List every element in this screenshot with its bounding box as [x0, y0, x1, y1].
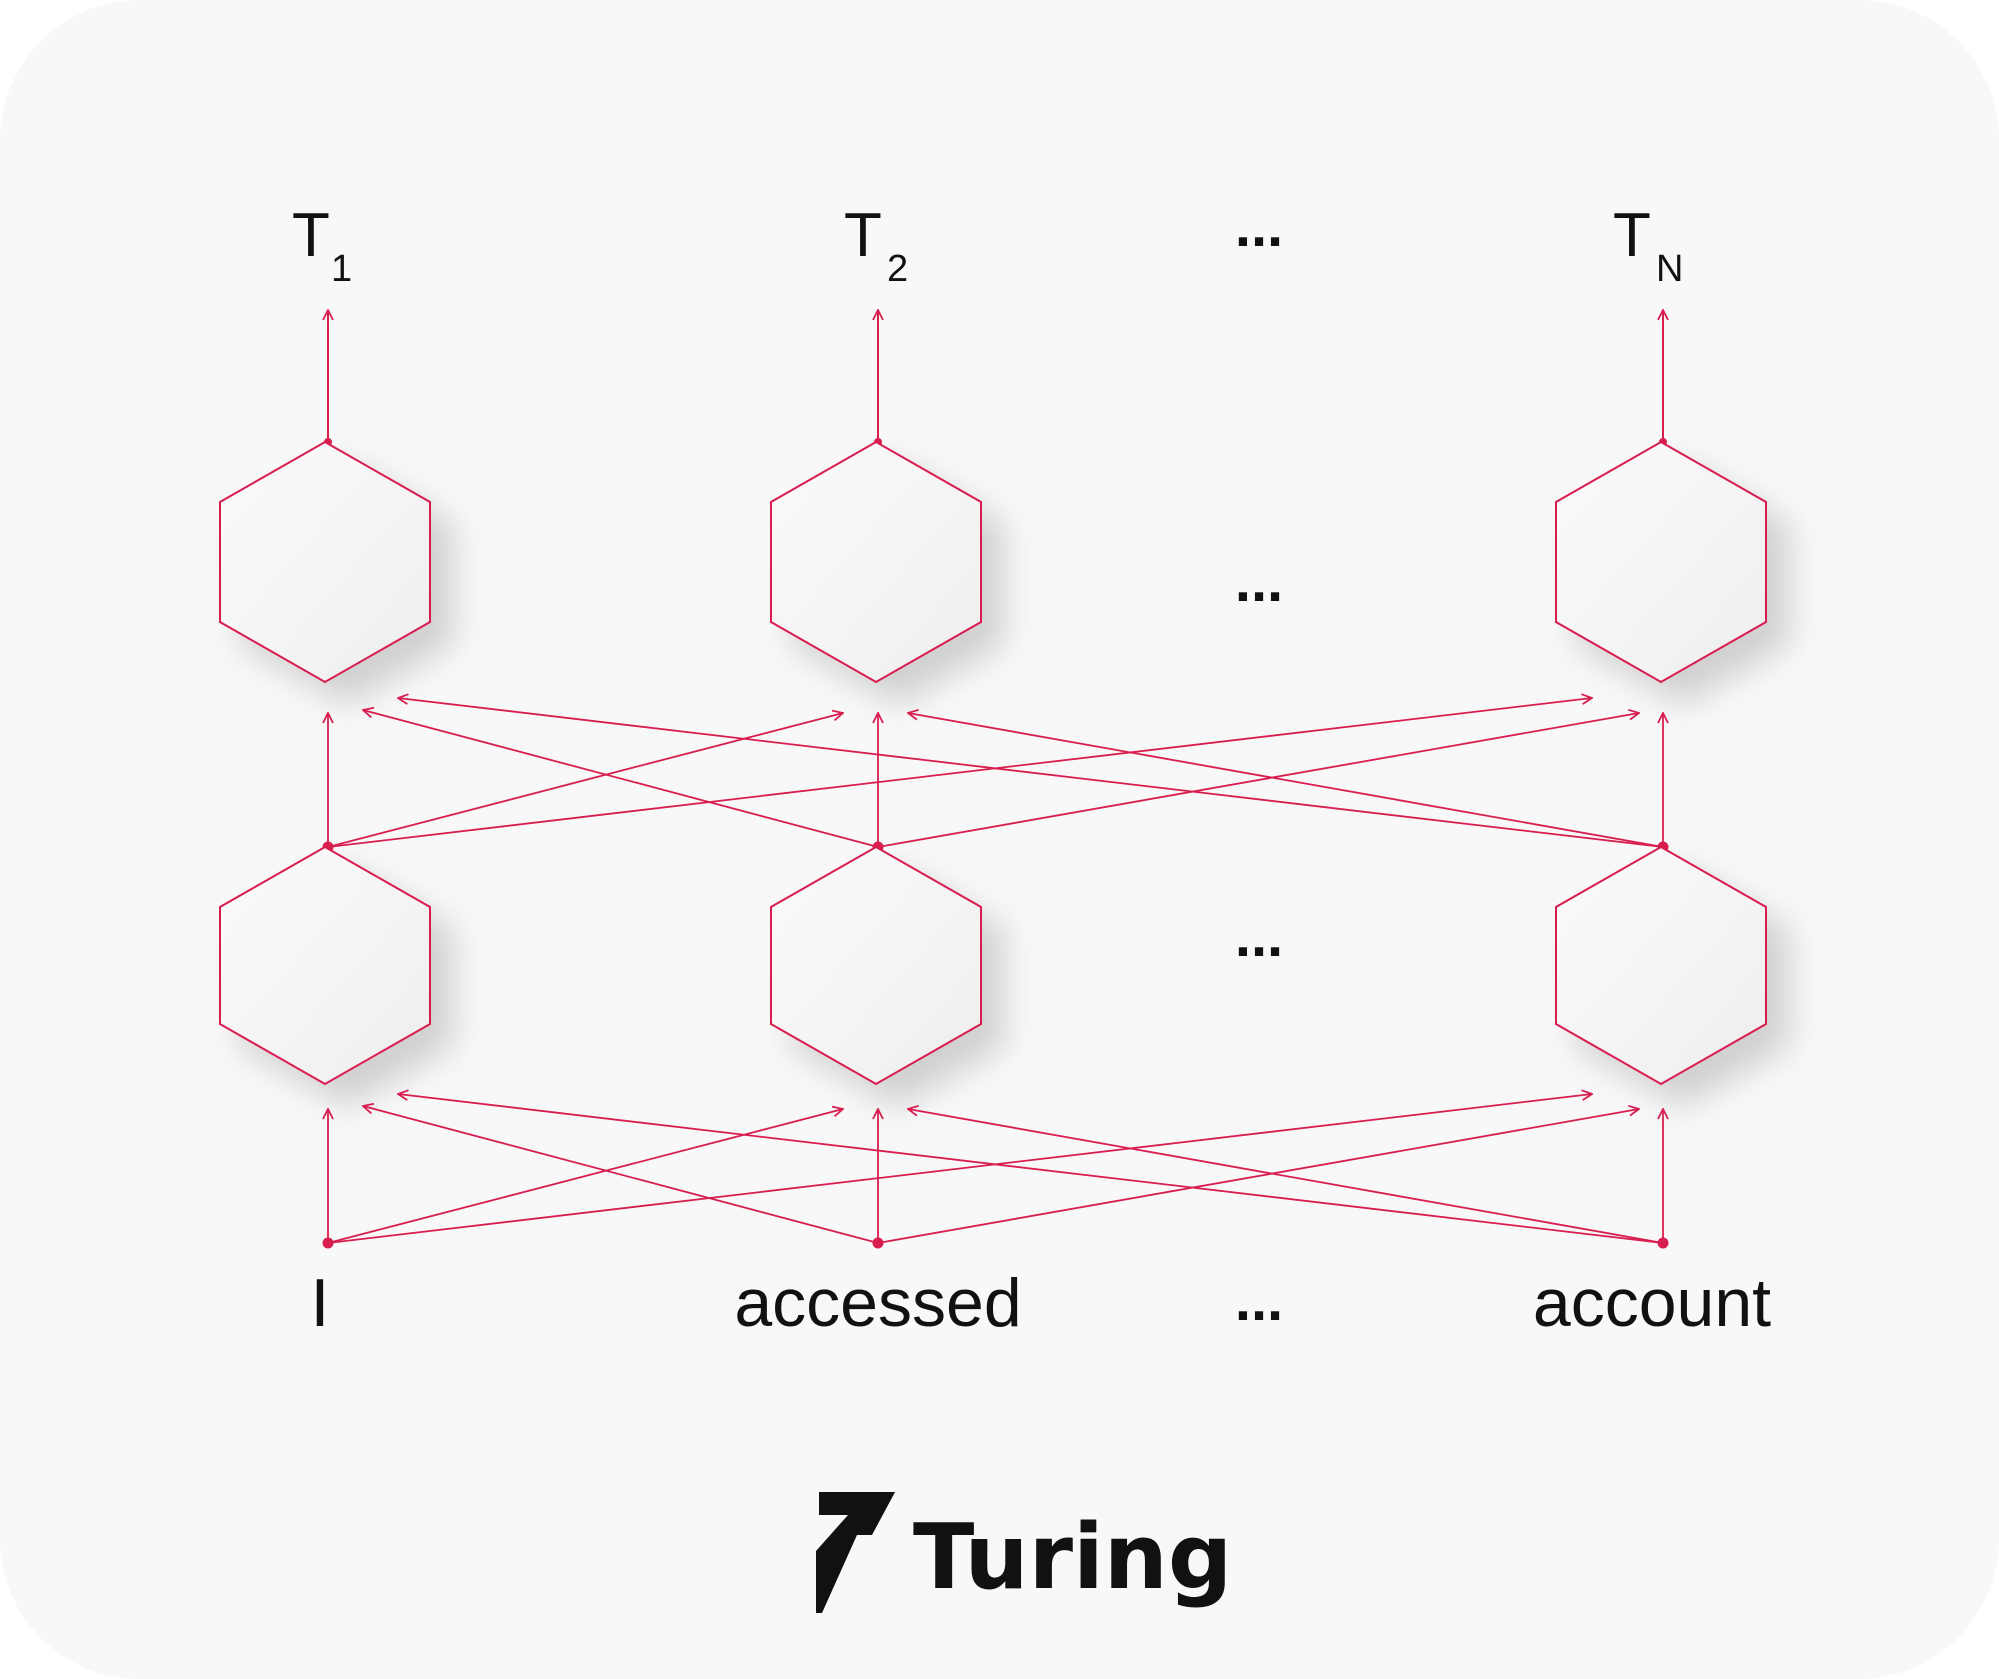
input-connections — [328, 1094, 1663, 1244]
bottom-layer: ... — [219, 845, 1767, 1086]
transformer-block-top-1 — [219, 440, 431, 684]
output-label-t1: T 1 — [292, 201, 352, 290]
output-label-t2: T 2 — [844, 201, 908, 290]
transformer-block-bottom-2 — [770, 845, 982, 1086]
input-token-account: account — [1533, 1265, 1771, 1341]
output-label-t1-sub: 1 — [331, 248, 352, 290]
turing-seven-logo-icon — [816, 1492, 895, 1613]
input-node-1 — [322, 1237, 334, 1249]
transformer-block-top-2 — [770, 440, 982, 684]
output-ellipsis: ... — [1235, 194, 1283, 259]
output-label-t1-base: T — [292, 201, 330, 270]
input-node-n — [1657, 1237, 1669, 1249]
input-token-accessed: accessed — [734, 1265, 1021, 1341]
input-node-2 — [872, 1237, 884, 1249]
brand-name: Turing — [913, 1505, 1232, 1610]
output-label-t2-sub: 2 — [887, 248, 908, 290]
transformer-block-bottom-1 — [219, 845, 431, 1086]
transformer-block-top-n — [1555, 440, 1767, 684]
input-ellipsis: ... — [1235, 1268, 1283, 1333]
output-label-tn-sub: N — [1656, 248, 1683, 290]
middle-connections — [328, 698, 1663, 848]
output-label-tn-base: T — [1613, 201, 1651, 270]
input-token-i: I — [311, 1265, 330, 1341]
turing-logo: Turing — [816, 1492, 1232, 1613]
output-label-t2-base: T — [844, 201, 882, 270]
transformer-block-bottom-n — [1555, 845, 1767, 1086]
top-layer-ellipsis: ... — [1235, 549, 1283, 614]
top-layer: ... — [219, 440, 1767, 684]
bottom-layer-ellipsis: ... — [1235, 904, 1283, 969]
output-label-tn: T N — [1613, 201, 1683, 290]
